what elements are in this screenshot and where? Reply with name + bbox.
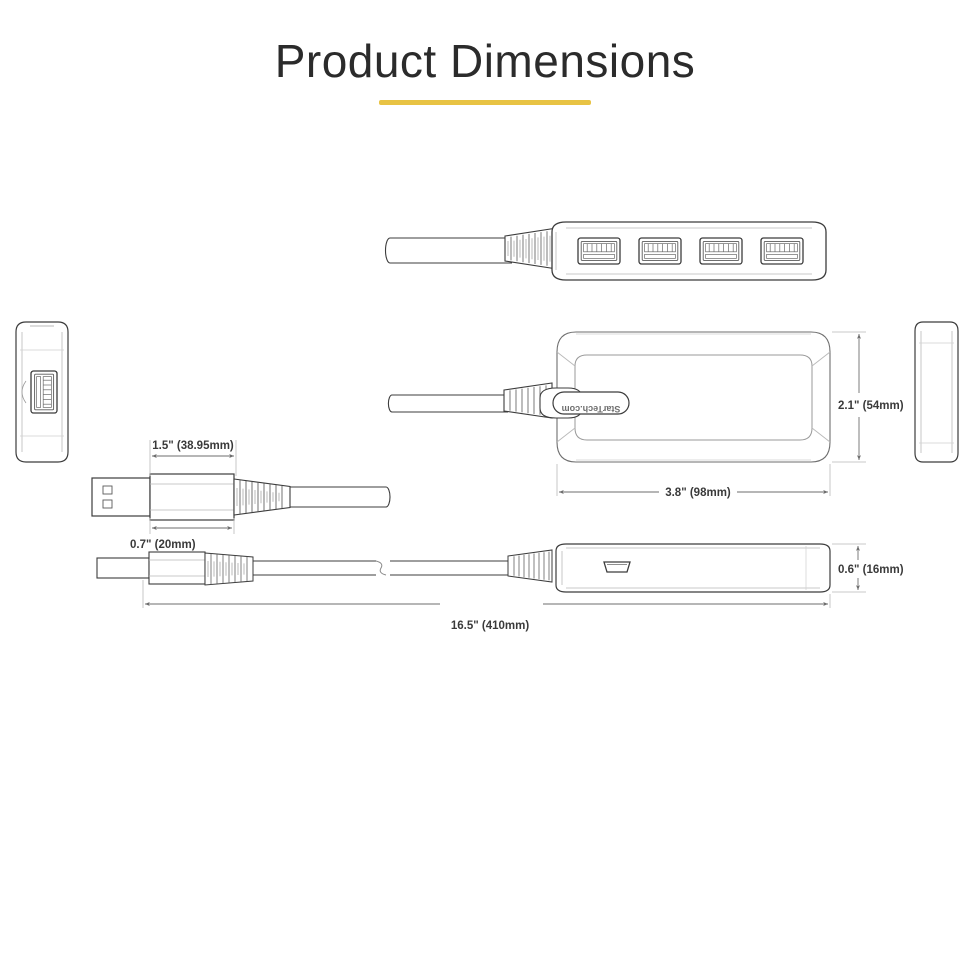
- dimension-hub-depth-label: 2.1" (54mm): [838, 400, 904, 412]
- right-side-view-blank-end: [914, 321, 959, 463]
- top-view-usb-port: [699, 237, 743, 265]
- top-view-usb-port: [577, 237, 621, 265]
- dimension-hub-width-label: 3.8" (98mm): [665, 487, 731, 499]
- dimension-total-length: 16.5" (410mm): [142, 580, 831, 632]
- dimension-connector-length-label: 1.5" (38.95mm): [152, 440, 234, 452]
- dimension-hub-height-label: 0.6" (16mm): [838, 564, 904, 576]
- top-view-four-usb-ports: [384, 221, 827, 281]
- plan-view-hub-body: StarTech.com: [387, 331, 831, 463]
- top-view-usb-port: [638, 237, 682, 265]
- title-underline: [379, 99, 591, 105]
- usb-a-connector-detail: [91, 473, 391, 521]
- top-view-usb-port: [760, 237, 804, 265]
- dimension-total-length-label: 16.5" (410mm): [451, 620, 529, 632]
- top-view-strain-relief: [504, 227, 558, 270]
- bottom-side-view-micro-usb: [96, 543, 831, 593]
- dimension-connector-length: 1.5" (38.95mm): [149, 440, 237, 476]
- micro-usb-port: [603, 561, 631, 573]
- top-view-cable: [384, 237, 512, 264]
- dimension-connector-width: 0.7" (20mm): [130, 518, 235, 551]
- left-side-usb-port: [30, 370, 58, 414]
- dimension-hub-height: 0.6" (16mm): [832, 543, 904, 593]
- brand-label: StarTech.com: [562, 404, 621, 414]
- left-side-view-usb-a-port: [15, 321, 69, 463]
- dimension-connector-width-label: 0.7" (20mm): [130, 539, 196, 551]
- plan-view-cable: [387, 394, 508, 413]
- top-view-hub-body: [551, 221, 827, 281]
- dimension-hub-depth: 2.1" (54mm): [832, 331, 904, 463]
- dimension-hub-width: 3.8" (98mm): [556, 464, 831, 499]
- page-title-block: Product Dimensions: [0, 36, 970, 105]
- page-title: Product Dimensions: [274, 35, 696, 87]
